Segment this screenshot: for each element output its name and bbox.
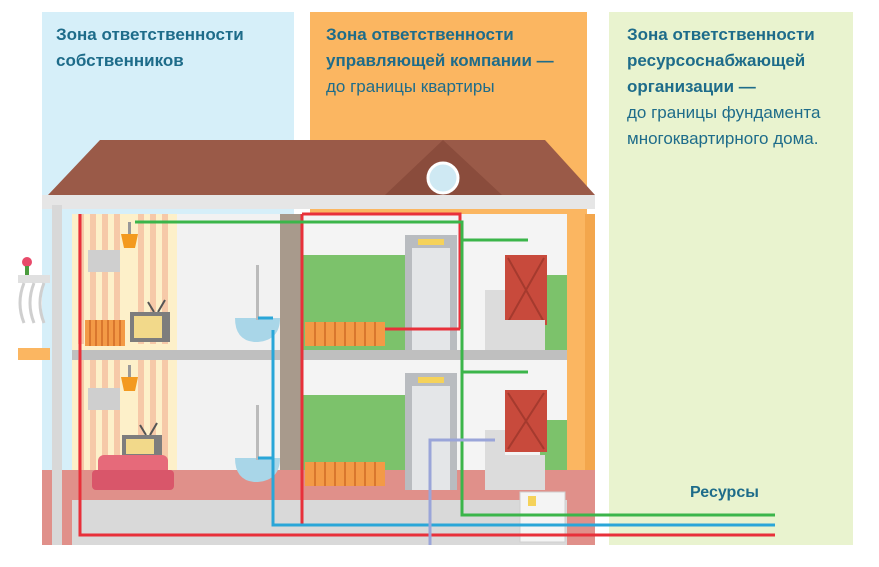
flower-icon	[22, 257, 32, 275]
drainpipe	[52, 205, 62, 545]
switch-panel	[88, 388, 120, 410]
radiator-icon	[85, 320, 125, 346]
radiator-icon	[305, 462, 385, 486]
balcony	[18, 275, 50, 360]
door-icon	[505, 390, 547, 452]
elevator-icon	[405, 235, 457, 350]
radiator-icon	[305, 322, 385, 346]
resources-label: Ресурсы	[690, 484, 759, 502]
outer-wall	[585, 214, 595, 497]
sofa-icon	[92, 455, 174, 490]
door-icon	[505, 255, 547, 325]
window-icon	[428, 163, 458, 193]
eaves	[42, 195, 595, 209]
roof	[48, 140, 595, 195]
floor-slab	[72, 350, 567, 360]
switch-panel	[88, 250, 120, 272]
